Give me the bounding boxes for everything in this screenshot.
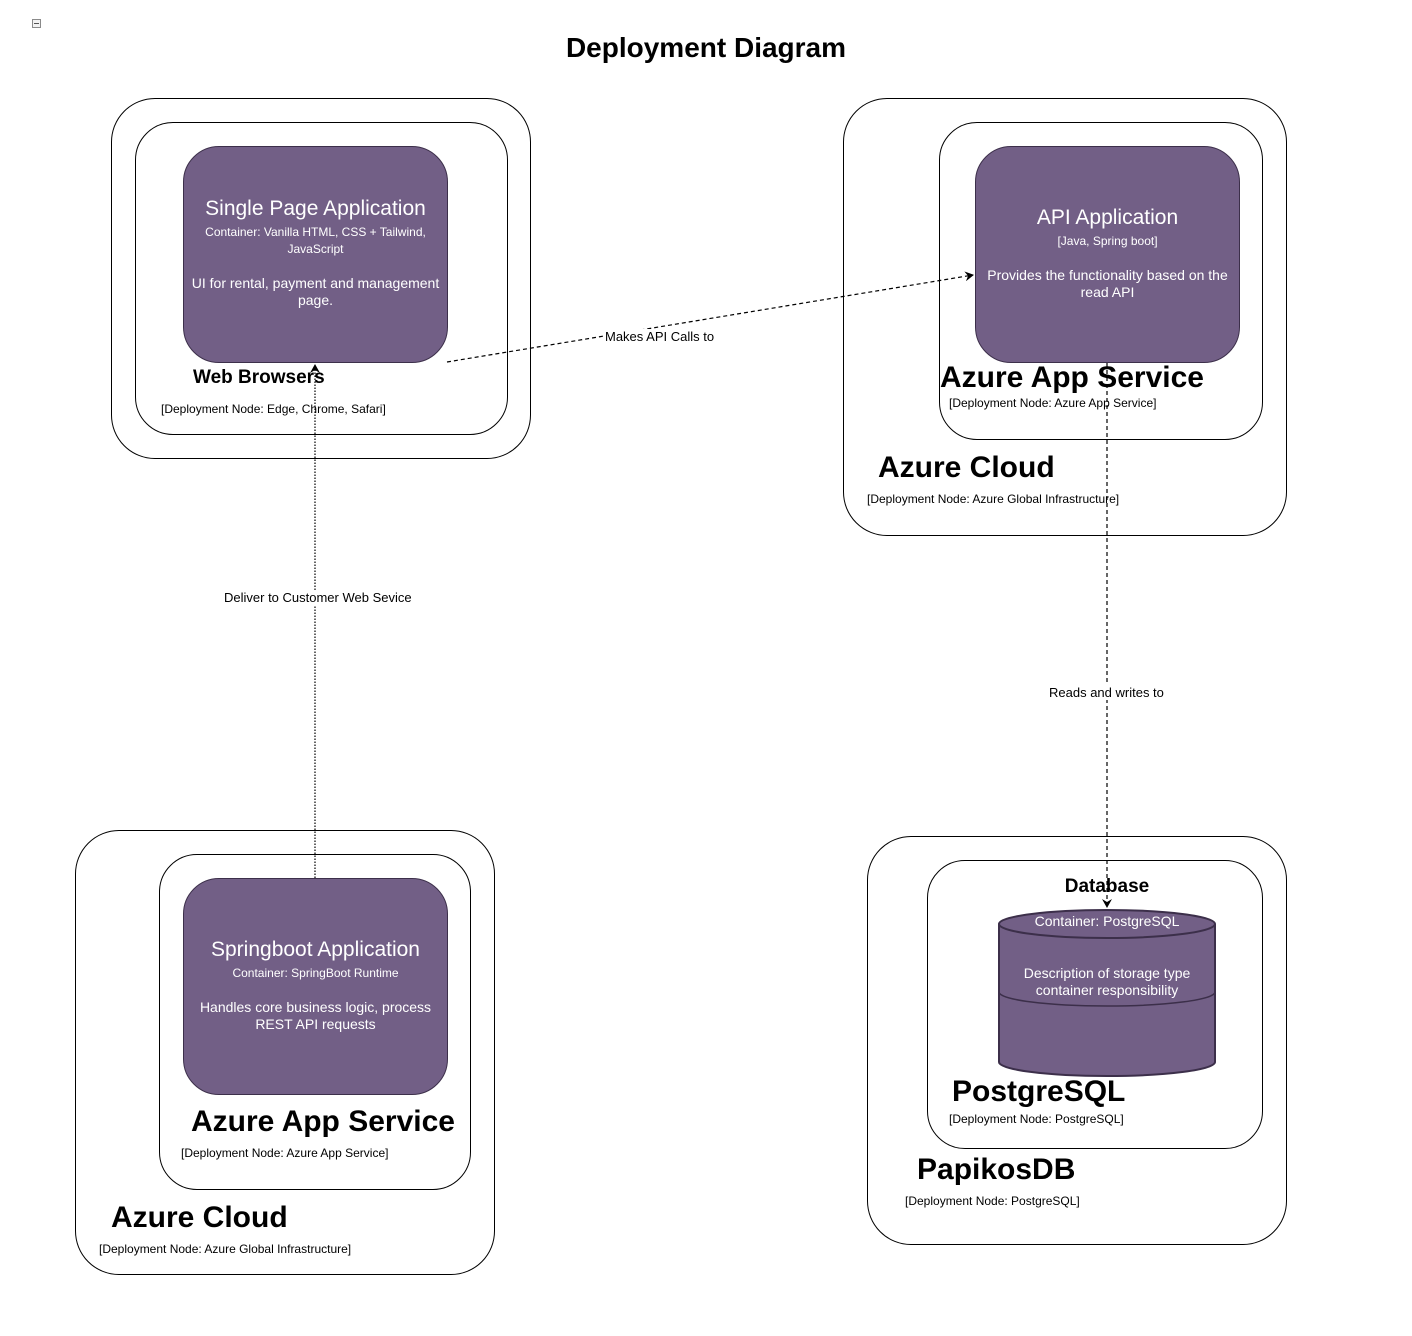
springboot-tech: Container: SpringBoot Runtime (232, 966, 399, 980)
api-app-service-title: Azure App Service (940, 361, 1204, 394)
edge-api-calls (446, 271, 974, 363)
springboot-name: Springboot Application (211, 938, 420, 961)
springboot-description: Handles core business logic, process RES… (199, 999, 432, 1032)
api-cloud-title: Azure Cloud (878, 451, 1055, 484)
edge-label-api-calls: Makes API Calls to (604, 329, 716, 344)
postgresql-node-subtitle: [Deployment Node: PostgreSQL] (949, 1112, 1124, 1126)
spa-tech: Container: Vanilla HTML, CSS + Tailwind,… (205, 225, 426, 256)
diagram-title: Deployment Diagram (565, 32, 847, 63)
postgresql-node[interactable] (927, 860, 1263, 1149)
papikosdb-outer-node[interactable] (867, 836, 1287, 1245)
api-container[interactable]: API Application [Java, Spring boot] Prov… (975, 146, 1240, 363)
spa-name: Single Page Application (205, 197, 426, 220)
edge-label-deliver: Deliver to Customer Web Sevice (223, 590, 413, 605)
browser-inner-node[interactable] (135, 122, 508, 435)
api-app-service-subtitle: [Deployment Node: Azure App Service] (949, 396, 1157, 410)
spring-cloud-subtitle: [Deployment Node: Azure Global Infrastru… (99, 1242, 352, 1256)
browser-node-title: Web Browsers (193, 367, 325, 388)
api-cloud-outer-node[interactable] (843, 98, 1287, 536)
spring-cloud-outer-node[interactable] (75, 830, 495, 1275)
database-description: Description of storage type container re… (1023, 965, 1191, 998)
database-tech: Container: PostgreSQL (1034, 913, 1180, 929)
springboot-container[interactable]: Springboot Application Container: Spring… (183, 878, 448, 1095)
spring-app-service-subtitle: [Deployment Node: Azure App Service] (181, 1146, 389, 1160)
edge-label-reads-writes: Reads and writes to (1048, 685, 1165, 700)
api-description: Provides the functionality based on the … (987, 267, 1228, 300)
browser-node-subtitle: [Deployment Node: Edge, Chrome, Safari] (161, 402, 386, 416)
papikosdb-subtitle: [Deployment Node: PostgreSQL] (905, 1194, 1080, 1208)
papikosdb-title: PapikosDB (917, 1153, 1076, 1186)
database-cylinder[interactable] (997, 908, 1219, 1078)
browser-outer-node[interactable] (111, 98, 531, 459)
api-name: API Application (1036, 206, 1179, 229)
postgresql-node-title: PostgreSQL (952, 1075, 1126, 1108)
database-name: Database (1064, 876, 1150, 897)
spa-container[interactable]: Single Page Application Container: Vanil… (183, 146, 448, 363)
spring-app-service-node[interactable] (159, 854, 471, 1190)
collapse-icon[interactable] (32, 19, 41, 28)
api-tech: [Java, Spring boot] (1057, 234, 1158, 248)
spring-cloud-title: Azure Cloud (111, 1201, 288, 1234)
api-cloud-subtitle: [Deployment Node: Azure Global Infrastru… (867, 492, 1120, 506)
spring-app-service-title: Azure App Service (191, 1105, 455, 1138)
spa-description: UI for rental, payment and management pa… (191, 275, 440, 308)
